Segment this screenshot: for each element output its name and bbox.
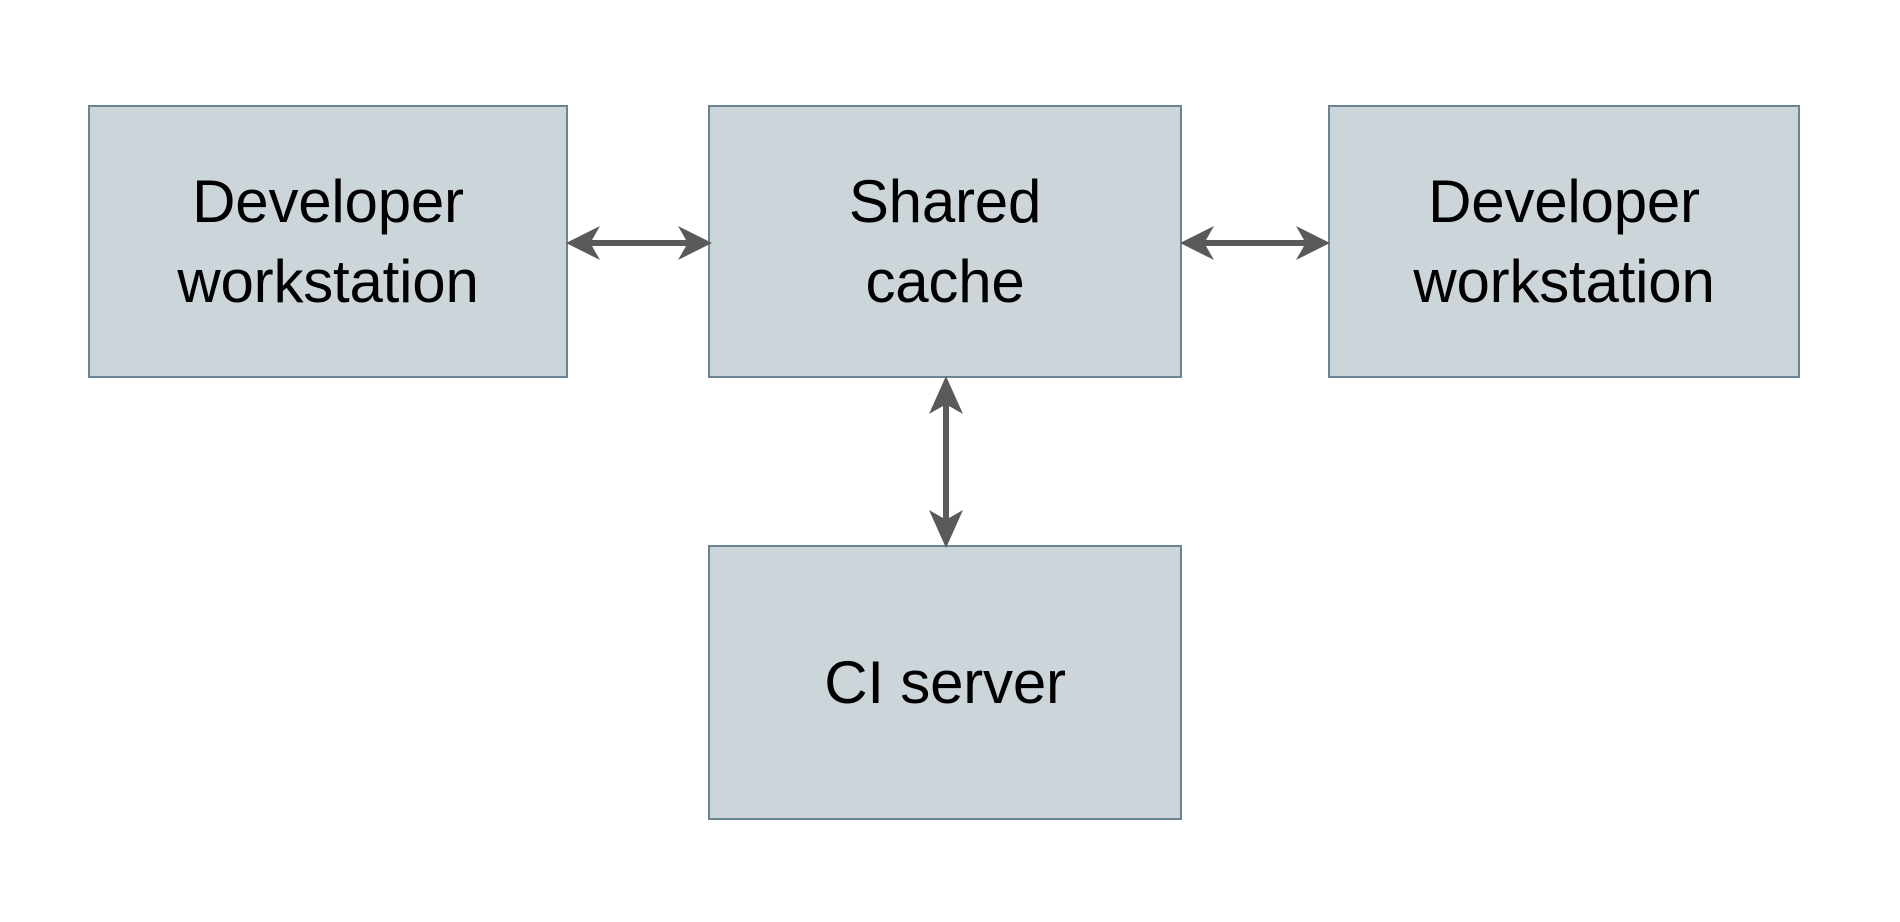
node-label: Shared cache [848,168,1042,315]
node-shared-cache[interactable]: Shared cache [708,105,1182,378]
double-headed-arrow-vertical-icon [929,376,963,548]
node-developer-workstation-left[interactable]: Developer workstation [88,105,568,378]
double-headed-arrow-horizontal-icon [1180,226,1330,260]
node-ci-server[interactable]: CI server [708,545,1182,820]
node-label: Developer workstation [1413,168,1715,315]
node-label: CI server [824,648,1066,716]
double-headed-arrow-horizontal-icon [566,226,712,260]
node-label: Developer workstation [177,168,479,315]
node-developer-workstation-right[interactable]: Developer workstation [1328,105,1800,378]
edge-shared-cache-to-developer-workstation-right [1180,212,1330,274]
edge-shared-cache-to-ci-server [915,376,977,548]
edge-developer-workstation-left-to-shared-cache [566,212,712,274]
